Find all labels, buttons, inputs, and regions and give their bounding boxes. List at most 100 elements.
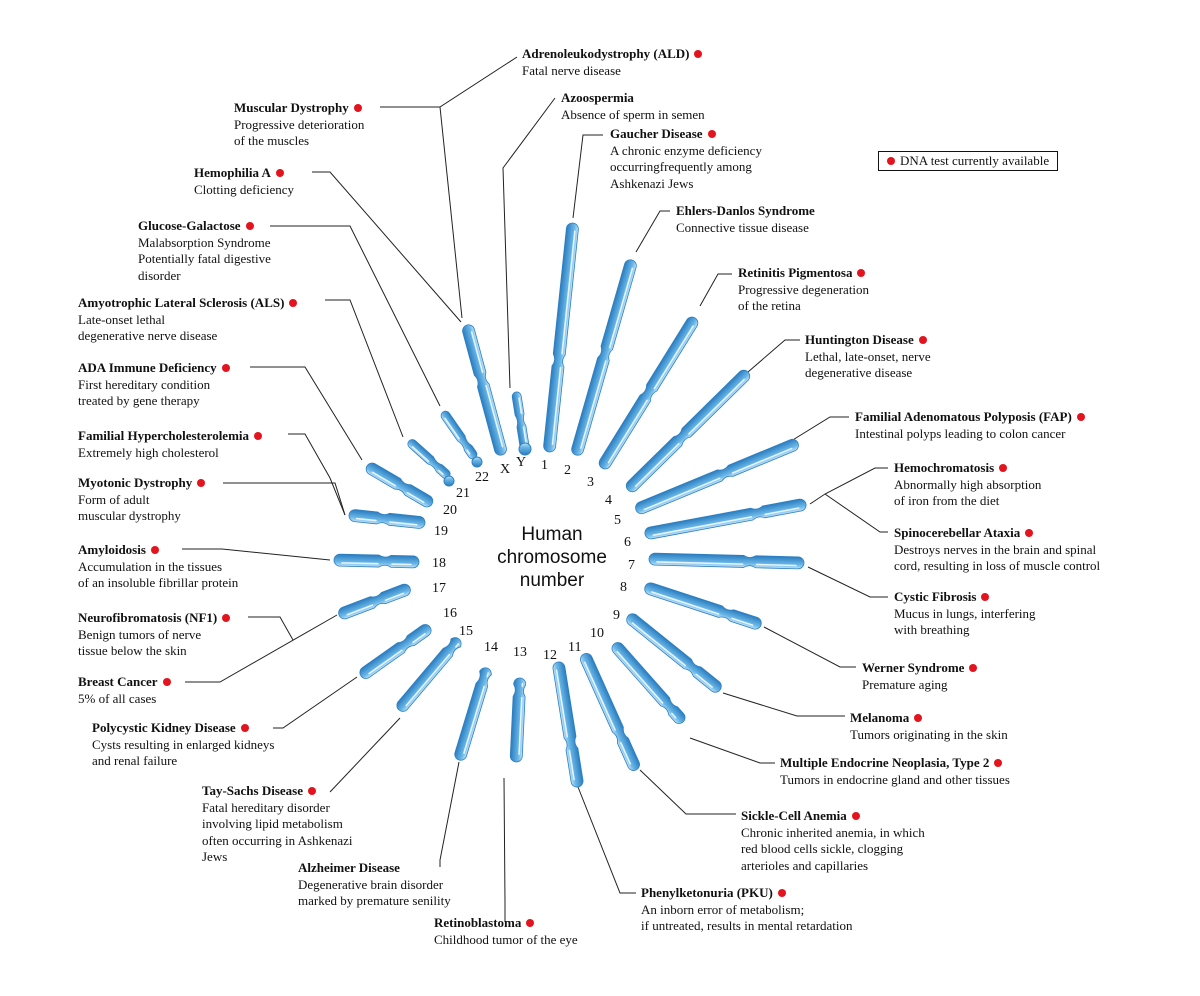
leader-line bbox=[635, 210, 670, 253]
leader-line bbox=[689, 737, 775, 764]
disease-name: Tay-Sachs Disease bbox=[202, 783, 304, 798]
chromosome-13 bbox=[509, 677, 527, 763]
chromosome-number-X: X bbox=[500, 462, 511, 477]
chromosome-Y bbox=[511, 391, 530, 450]
chromosome-number-3: 3 bbox=[587, 475, 594, 490]
disease-name: Hemophilia A bbox=[194, 165, 271, 180]
chromosome-Y-satellite bbox=[518, 442, 532, 456]
dna-test-dot-icon bbox=[245, 222, 254, 230]
chromosome-number-15: 15 bbox=[459, 624, 473, 639]
chromosome-number-5: 5 bbox=[614, 513, 621, 528]
disease-name: Polycystic Kidney Disease bbox=[92, 720, 236, 735]
chromosome-22 bbox=[440, 410, 478, 460]
legend-text: DNA test currently available bbox=[900, 153, 1050, 168]
chromosome-satellite bbox=[471, 456, 483, 468]
chromosome-number-21: 21 bbox=[456, 486, 470, 501]
disease-description: Destroys nerves in the brain and spinal … bbox=[894, 541, 1101, 574]
chromosome-10 bbox=[611, 642, 686, 724]
dna-test-dot-icon bbox=[275, 169, 284, 177]
leader-line bbox=[782, 416, 849, 447]
chromosome-number-11: 11 bbox=[568, 640, 582, 655]
leader-line bbox=[763, 626, 856, 668]
disease-description: Benign tumors of nerve tissue below the … bbox=[78, 626, 202, 659]
leader-line bbox=[329, 717, 401, 793]
dna-test-dot-icon bbox=[222, 614, 231, 622]
dna-test-dot-icon bbox=[994, 759, 1003, 767]
center-title: Human chromosome number bbox=[497, 524, 607, 591]
dna-test-dot-icon bbox=[707, 130, 716, 138]
disease-name: Ehlers-Danlos Syndrome bbox=[676, 203, 815, 218]
disease-description: Absence of sperm in semen bbox=[561, 106, 705, 122]
chromosome-number-2: 2 bbox=[564, 463, 571, 478]
disease-description: Progressive degeneration of the retina bbox=[738, 281, 870, 314]
disease-name: Familial Adenomatous Polyposis (FAP) bbox=[855, 409, 1072, 424]
disease-name: Cystic Fibrosis bbox=[894, 589, 977, 604]
leader-line bbox=[250, 366, 363, 461]
leader-line bbox=[722, 692, 845, 717]
chromosome-number-13: 13 bbox=[513, 645, 527, 660]
disease-name: Huntington Disease bbox=[805, 332, 914, 347]
disease-name: Phenylketonuria (PKU) bbox=[641, 885, 773, 900]
chromosome-1 bbox=[543, 222, 579, 453]
disease-name: Adrenoleukodystrophy (ALD) bbox=[522, 46, 690, 61]
chromosome-number-6: 6 bbox=[624, 535, 631, 550]
disease-description: 5% of all cases bbox=[78, 690, 157, 706]
dna-test-dot-icon bbox=[240, 724, 249, 732]
disease-name: Alzheimer Disease bbox=[298, 860, 400, 875]
disease-description: Late-onset lethal degenerative nerve dis… bbox=[78, 311, 218, 344]
leader-line bbox=[325, 299, 404, 438]
disease-description: Fatal hereditary disorder involving lipi… bbox=[202, 799, 353, 865]
chromosome-number-Y: Y bbox=[516, 455, 527, 470]
dna-test-dot-icon bbox=[981, 593, 990, 601]
chromosome-number-14: 14 bbox=[484, 640, 498, 655]
leader-line bbox=[223, 482, 346, 516]
dna-test-dot-icon bbox=[308, 787, 317, 795]
disease-name: Amyotrophic Lateral Sclerosis (ALS) bbox=[78, 295, 285, 310]
disease-description: Connective tissue disease bbox=[676, 219, 809, 235]
chromosome-number-9: 9 bbox=[613, 608, 620, 623]
disease-description: Cysts resulting in enlarged kidneys and … bbox=[92, 736, 275, 769]
leader-line bbox=[288, 433, 346, 516]
disease-description: Progressive deterioration of the muscles bbox=[234, 116, 365, 149]
leader-line bbox=[824, 493, 888, 533]
dna-test-dot-icon bbox=[1025, 529, 1034, 537]
disease-name: Glucose-Galactose bbox=[138, 218, 241, 233]
leader-line bbox=[577, 786, 636, 894]
dna-test-dot-icon bbox=[353, 104, 362, 112]
disease-name: Multiple Endocrine Neoplasia, Type 2 bbox=[780, 755, 990, 770]
dna-test-dot-icon bbox=[914, 714, 923, 722]
dna-test-dot-icon bbox=[777, 889, 786, 897]
disease-name: Familial Hypercholesterolemia bbox=[78, 428, 250, 443]
chromosome-16 bbox=[359, 624, 432, 679]
leader-line bbox=[699, 273, 732, 307]
chromosome-number-20: 20 bbox=[443, 503, 457, 518]
leader-line bbox=[185, 614, 338, 683]
disease-description: Degenerative brain disorder marked by pr… bbox=[298, 876, 451, 909]
dna-test-dot-icon bbox=[289, 299, 298, 307]
chromosome-number-19: 19 bbox=[434, 524, 448, 539]
chromosome-15 bbox=[396, 637, 462, 712]
dna-test-dot-icon bbox=[887, 157, 895, 165]
disease-label-pku: Phenylketonuria (PKU)An inborn error of … bbox=[641, 885, 853, 935]
legend: DNA test currently available bbox=[878, 151, 1059, 171]
chromosome-7 bbox=[648, 552, 805, 570]
disease-label-ald: Adrenoleukodystrophy (ALD)Fatal nerve di… bbox=[522, 46, 703, 79]
disease-description: Abnormally high absorption of iron from … bbox=[894, 476, 1042, 509]
dna-test-dot-icon bbox=[999, 464, 1008, 472]
chromosome-19 bbox=[348, 509, 426, 529]
chromosome-21 bbox=[407, 439, 451, 479]
disease-description: An inborn error of metabolism; if untrea… bbox=[641, 901, 853, 934]
disease-description: Malabsorption Syndrome Potentially fatal… bbox=[138, 234, 271, 283]
disease-description: Intestinal polyps leading to colon cance… bbox=[855, 425, 1066, 441]
